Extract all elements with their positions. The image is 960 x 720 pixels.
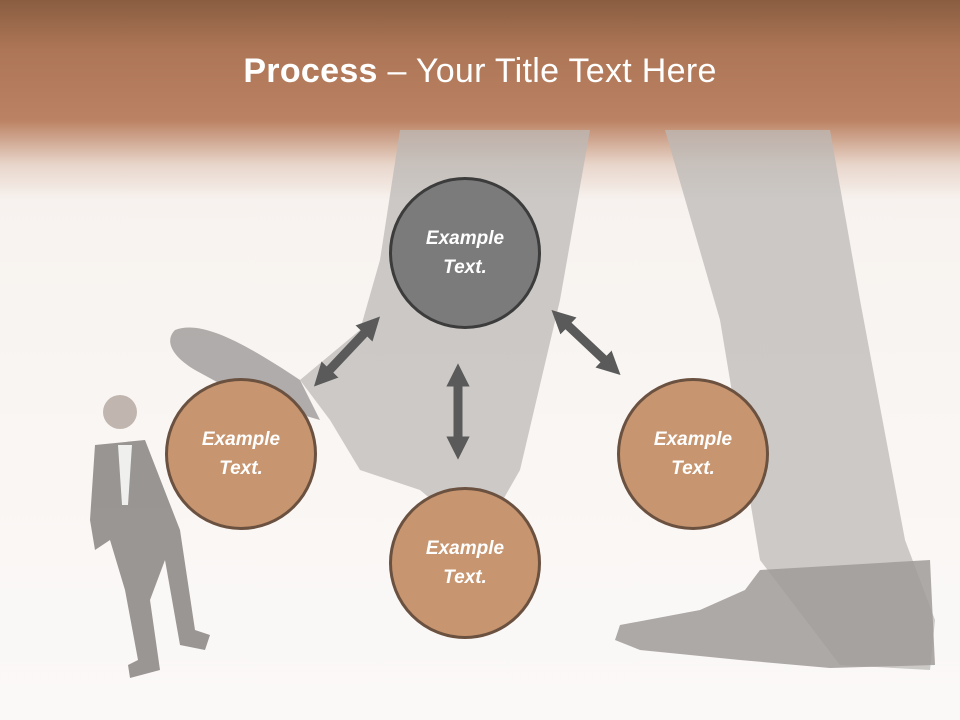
node-right-line1: Example [653, 429, 733, 450]
node-bottom[interactable]: Example Text. [389, 487, 541, 639]
arrow-top-to-left [313, 316, 381, 387]
node-right-line2: Text. [671, 458, 715, 479]
slide-title: Process – Your Title Text Here [0, 52, 960, 91]
node-top-line2: Text. [443, 257, 487, 278]
node-left-line2: Text. [219, 458, 263, 479]
node-top-line1: Example [425, 228, 505, 249]
node-bottom-line2: Text. [443, 567, 487, 588]
title-bold: Process [243, 52, 378, 90]
arrow-top-to-right [551, 309, 621, 376]
node-top[interactable]: Example Text. [389, 177, 541, 329]
giant-right-shoe [615, 560, 935, 668]
title-rest: – Your Title Text Here [377, 52, 717, 90]
node-left[interactable]: Example Text. [165, 378, 317, 530]
node-bottom-line1: Example [425, 538, 505, 559]
node-right[interactable]: Example Text. [617, 378, 769, 530]
businessman-figure [90, 395, 210, 678]
node-left-line1: Example [201, 429, 281, 450]
giant-right-leg [665, 130, 935, 670]
